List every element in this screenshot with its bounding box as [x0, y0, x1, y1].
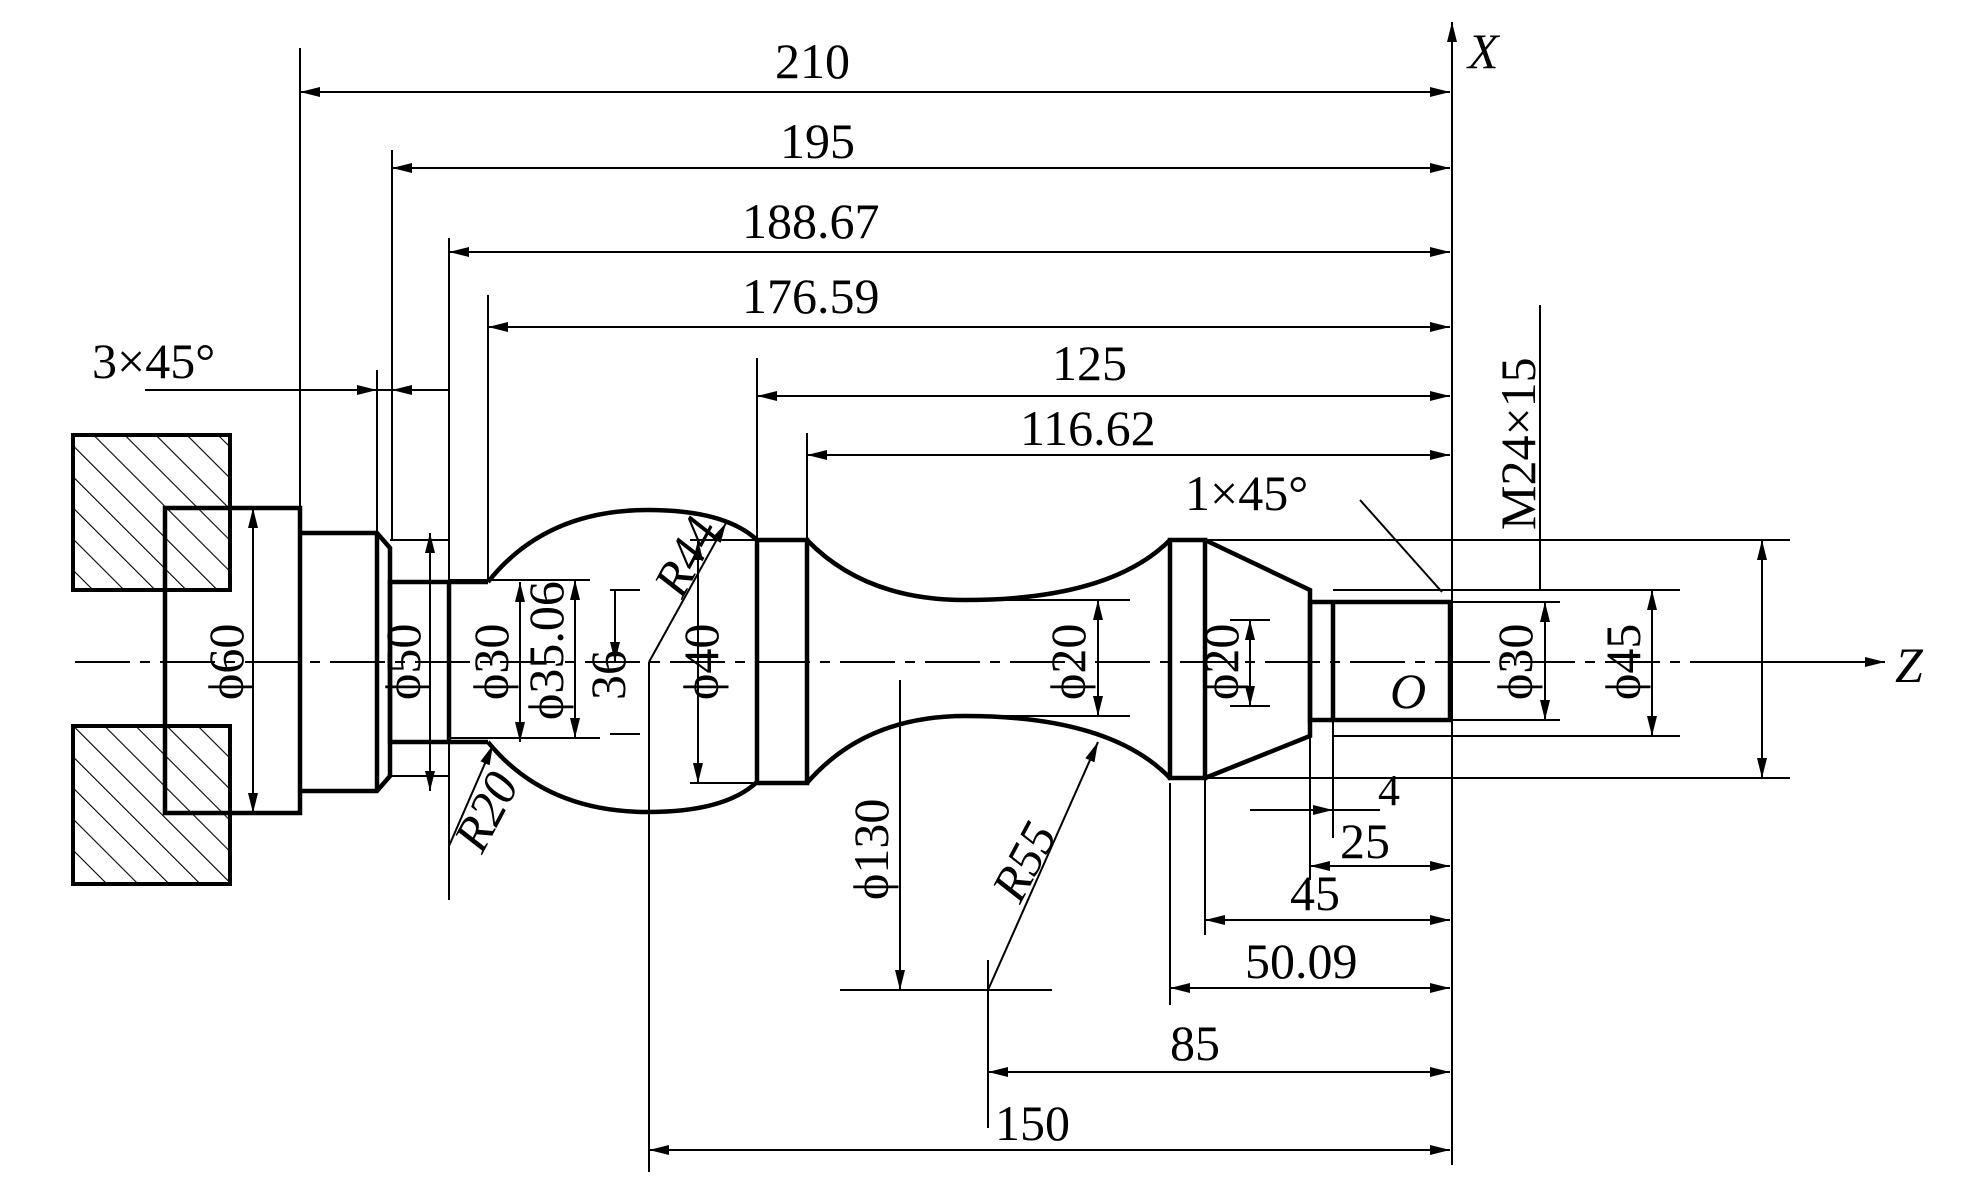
- radius-20: R20: [442, 763, 530, 861]
- dia-20-cone: ϕ20: [1193, 624, 1249, 700]
- radius-44: R44: [642, 508, 730, 606]
- dim-176-59: 176.59: [742, 268, 880, 324]
- dim-50-09: 50.09: [1245, 933, 1358, 989]
- horizontal-dimension-lines: [145, 87, 1450, 1155]
- part-outline: [162, 505, 1453, 816]
- extension-lines: [299, 48, 1790, 1172]
- dia-130: ϕ130: [843, 799, 899, 900]
- dim-45: 45: [1290, 865, 1340, 921]
- dia-30-thread: ϕ30: [1487, 624, 1543, 700]
- thread-label: M24×15: [1490, 357, 1546, 530]
- x-axis-label: X: [1466, 23, 1501, 79]
- chamfer-left-label: 3×45°: [92, 333, 215, 389]
- dia-40: ϕ40: [673, 624, 729, 700]
- chamfer-right-label: 1×45°: [1185, 465, 1308, 521]
- dim-150: 150: [995, 1095, 1070, 1151]
- dim-85: 85: [1170, 1015, 1220, 1071]
- vertical-dimension-lines: [248, 508, 1767, 990]
- radius-leaders: [448, 499, 1443, 991]
- chuck-jaw-lower: [71, 724, 232, 886]
- dia-20-waist: ϕ20: [1040, 624, 1096, 700]
- z-axis-label: Z: [1895, 637, 1924, 693]
- dia-60: ϕ60: [198, 624, 254, 700]
- dim-210: 210: [775, 33, 850, 89]
- dim-116-62: 116.62: [1020, 400, 1156, 456]
- dia-35-06: ϕ35.06: [518, 581, 574, 720]
- dim-125: 125: [1052, 335, 1127, 391]
- origin-label: O: [1390, 663, 1426, 719]
- dim-188-67: 188.67: [742, 193, 880, 249]
- dim-195: 195: [780, 113, 855, 169]
- dia-30-left: ϕ30: [463, 624, 519, 700]
- dim-25: 25: [1340, 813, 1390, 869]
- dia-50: ϕ50: [375, 624, 431, 700]
- chuck-jaw-upper: [71, 433, 232, 592]
- dim-36: 36: [580, 650, 636, 700]
- dim-4: 4: [1378, 766, 1400, 815]
- radius-55: R55: [980, 813, 1068, 911]
- dia-45: ϕ45: [1595, 624, 1651, 700]
